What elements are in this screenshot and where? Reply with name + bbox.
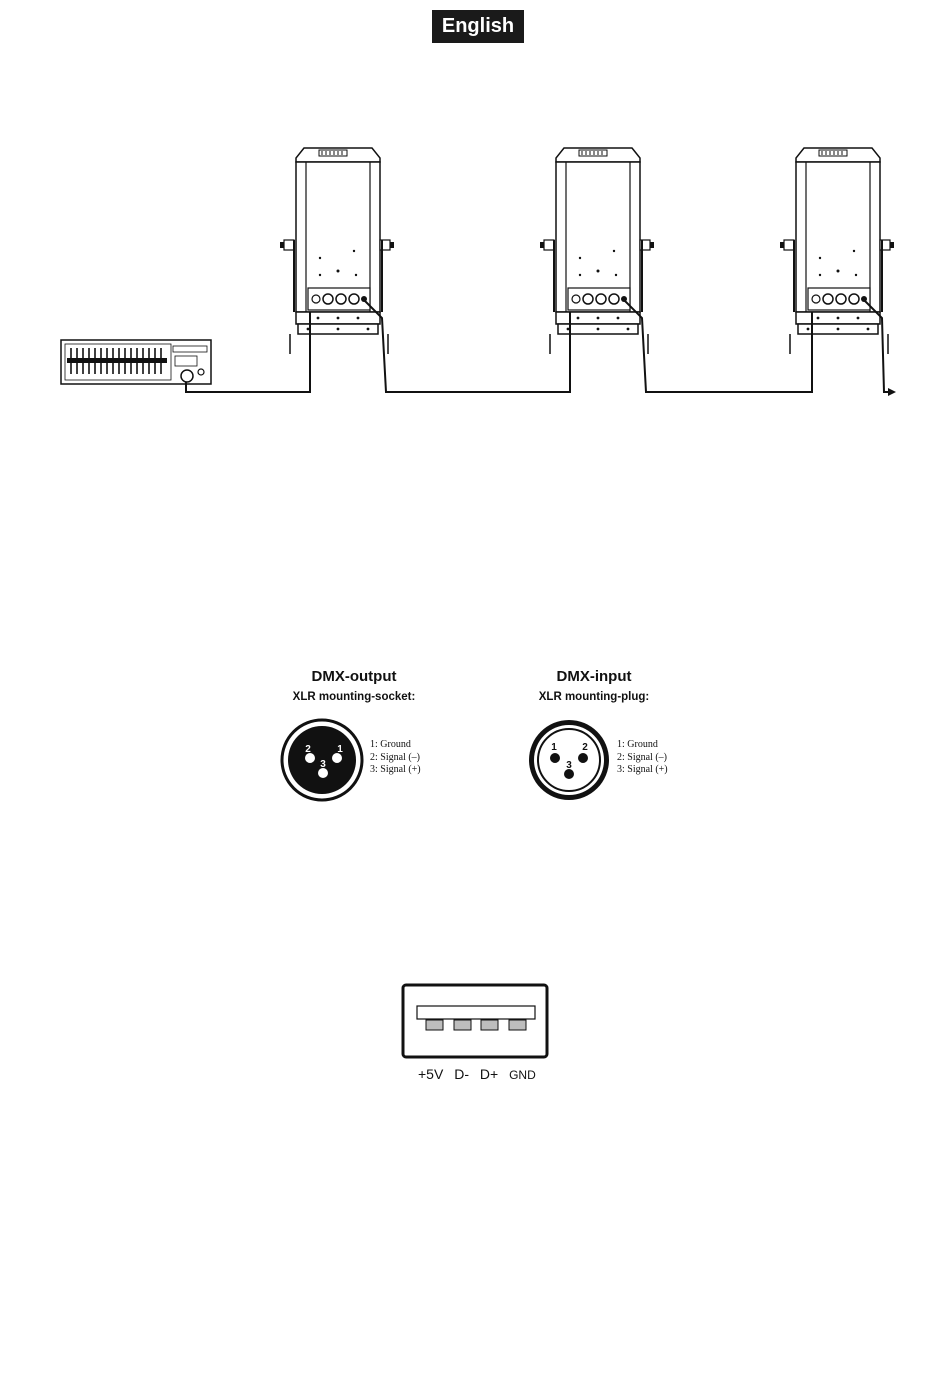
fixture-2 [540,148,654,354]
pin-description: 3: Signal (+) [617,764,668,777]
cable-arrow-icon [888,388,896,396]
dmx-output-title: DMX-output [244,668,464,685]
usb-pin-labels: +5V D- D+ GND [418,1066,543,1082]
usb-pin-label: D- [454,1066,469,1082]
pin-description: 2: Signal (–) [617,752,668,765]
plug-pin-label-right: 2 [582,742,588,753]
xlr-plug-icon: 1 2 3 [527,718,611,802]
usb-pin-label: +5V [418,1066,443,1082]
dmx-input-pin-list: 1: Ground 2: Signal (–) 3: Signal (+) [617,739,668,777]
plug-pin-label-left: 1 [551,742,557,753]
dmx-input-section: DMX-input XLR mounting-plug: [484,668,704,703]
dmx-output-subtitle: XLR mounting-socket: [244,691,464,703]
dmx-controller [61,340,211,384]
usb-port-icon [400,982,550,1060]
dmx-output-section: DMX-output XLR mounting-socket: [244,668,464,703]
fixture-3 [780,148,894,354]
dmx-chain-diagram [0,120,950,410]
pin-description: 3: Signal (+) [370,764,421,777]
socket-pin-label-right: 1 [337,744,343,755]
dmx-cables [186,298,890,392]
pin-description: 2: Signal (–) [370,752,421,765]
language-badge: English [432,10,524,43]
usb-pin-label: D+ [480,1066,498,1082]
pin-description: 1: Ground [617,739,668,752]
dmx-input-title: DMX-input [484,668,704,685]
fixture-1 [280,148,394,354]
xlr-socket-icon: 2 1 3 [280,718,364,802]
plug-pin-label-bottom: 3 [566,760,572,771]
pin-description: 1: Ground [370,739,421,752]
dmx-input-subtitle: XLR mounting-plug: [484,691,704,703]
usb-pin-label: GND [509,1068,536,1082]
dmx-output-pin-list: 1: Ground 2: Signal (–) 3: Signal (+) [370,739,421,777]
socket-pin-label-bottom: 3 [320,759,326,770]
socket-pin-label-left: 2 [305,744,311,755]
